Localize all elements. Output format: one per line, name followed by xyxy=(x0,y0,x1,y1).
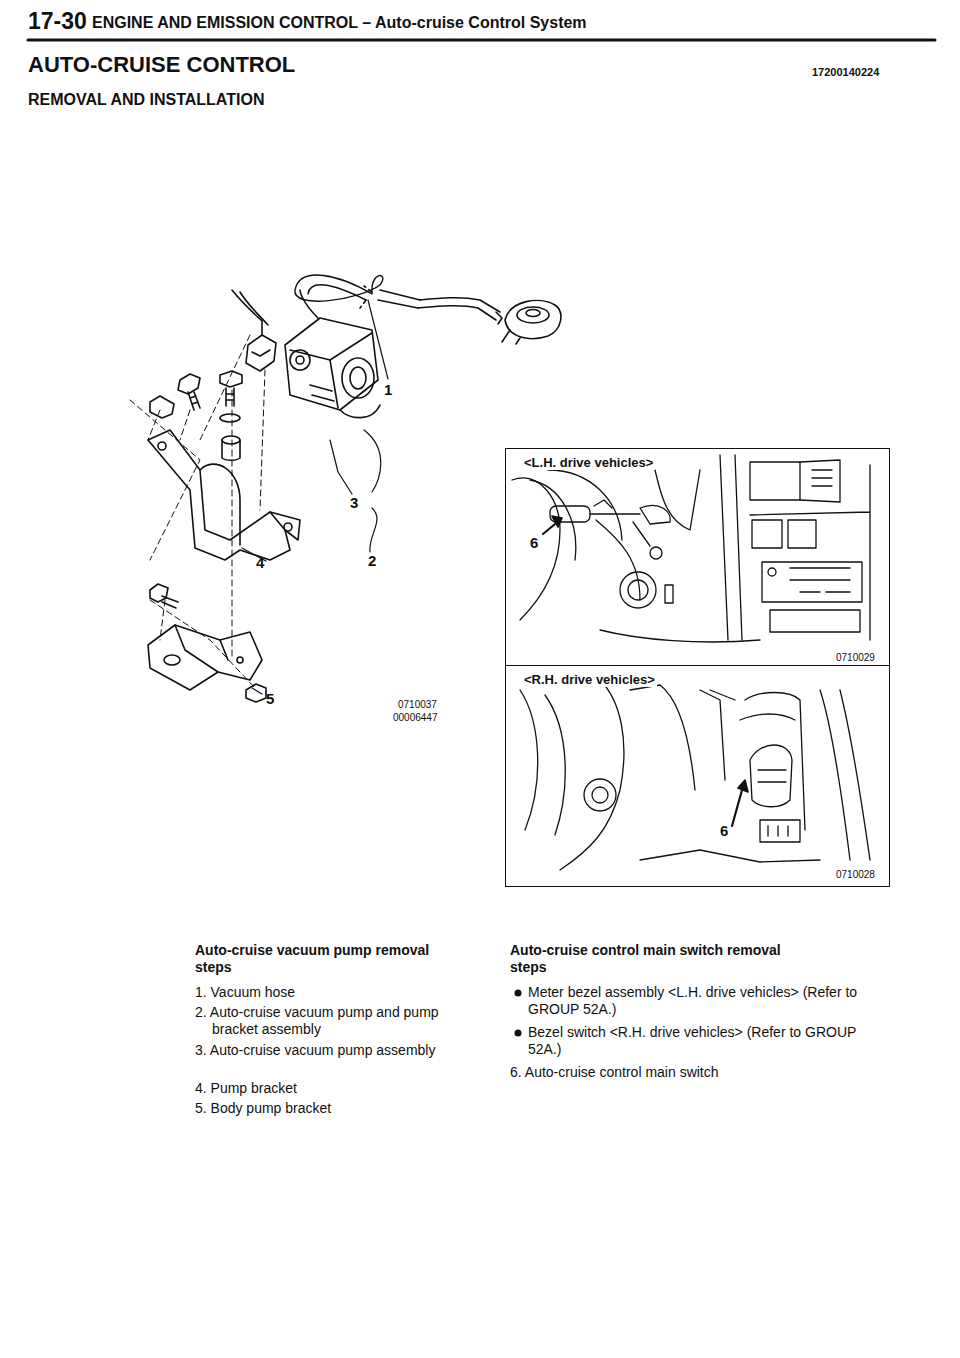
callout-number: 3 xyxy=(350,494,370,512)
step-item: 1. Vacuum hose xyxy=(195,984,482,1001)
steps-heading: Auto-cruise control main switch removal … xyxy=(510,942,810,976)
callout-number: 6 xyxy=(530,534,550,552)
actuator xyxy=(502,300,561,344)
pointer-arrowhead xyxy=(738,780,748,792)
step-item: Bezel switch <R.H. drive vehicles> (Refe… xyxy=(528,1024,868,1058)
figure-code: 00006447 xyxy=(393,712,473,724)
pointer-arrow xyxy=(732,790,742,826)
body-pump-bracket xyxy=(148,625,262,690)
inset-panel: <L.H. drive vehicles> xyxy=(505,448,890,666)
section-subtitle: REMOVAL AND INSTALLATION xyxy=(28,90,428,109)
inset-panel: <R.H. drive vehicles> xyxy=(505,665,890,887)
callout-number: 5 xyxy=(266,690,286,708)
pump-bracket xyxy=(148,430,300,560)
panel-heading: <R.H. drive vehicles> xyxy=(522,672,657,687)
callout-number: 6 xyxy=(720,822,740,840)
running-header: ENGINE AND EMISSION CONTROL – Auto-cruis… xyxy=(92,13,732,32)
leader-lines xyxy=(242,300,388,694)
bullet xyxy=(515,1030,522,1037)
step-item: 6. Auto-cruise control main switch xyxy=(510,1064,887,1081)
callout-number: 2 xyxy=(368,552,388,570)
figure-code: 0710029 xyxy=(836,652,886,664)
panel-heading: <L.H. drive vehicles> xyxy=(522,455,655,470)
lh-dashboard xyxy=(512,455,870,642)
step-item: Meter bezel assembly <L.H. drive vehicle… xyxy=(528,984,868,1018)
vacuum-pump xyxy=(285,318,380,418)
document-code: 17200140224 xyxy=(812,66,932,79)
callout-number: 1 xyxy=(384,381,404,399)
step-item: 4. Pump bracket xyxy=(195,1080,482,1097)
step-item: 2. Auto-cruise vacuum pump and pump brac… xyxy=(195,1004,482,1038)
step-item: 3. Auto-cruise vacuum pump assembly xyxy=(195,1042,482,1059)
figure-code: 0710037 xyxy=(398,699,478,711)
rh-dashboard xyxy=(520,680,870,870)
bullet xyxy=(515,990,522,997)
steps-heading: Auto-cruise vacuum pump removal steps xyxy=(195,942,465,976)
assembly-lines xyxy=(130,335,265,688)
header-rule xyxy=(28,39,935,42)
step-item: 5. Body pump bracket xyxy=(195,1100,482,1117)
pointer-arrowhead xyxy=(552,516,562,527)
section-title: AUTO-CRUISE CONTROL xyxy=(28,52,295,78)
figure-code: 0710028 xyxy=(836,869,886,881)
vacuum-hose xyxy=(290,275,502,324)
callout-number: 4 xyxy=(256,554,276,572)
